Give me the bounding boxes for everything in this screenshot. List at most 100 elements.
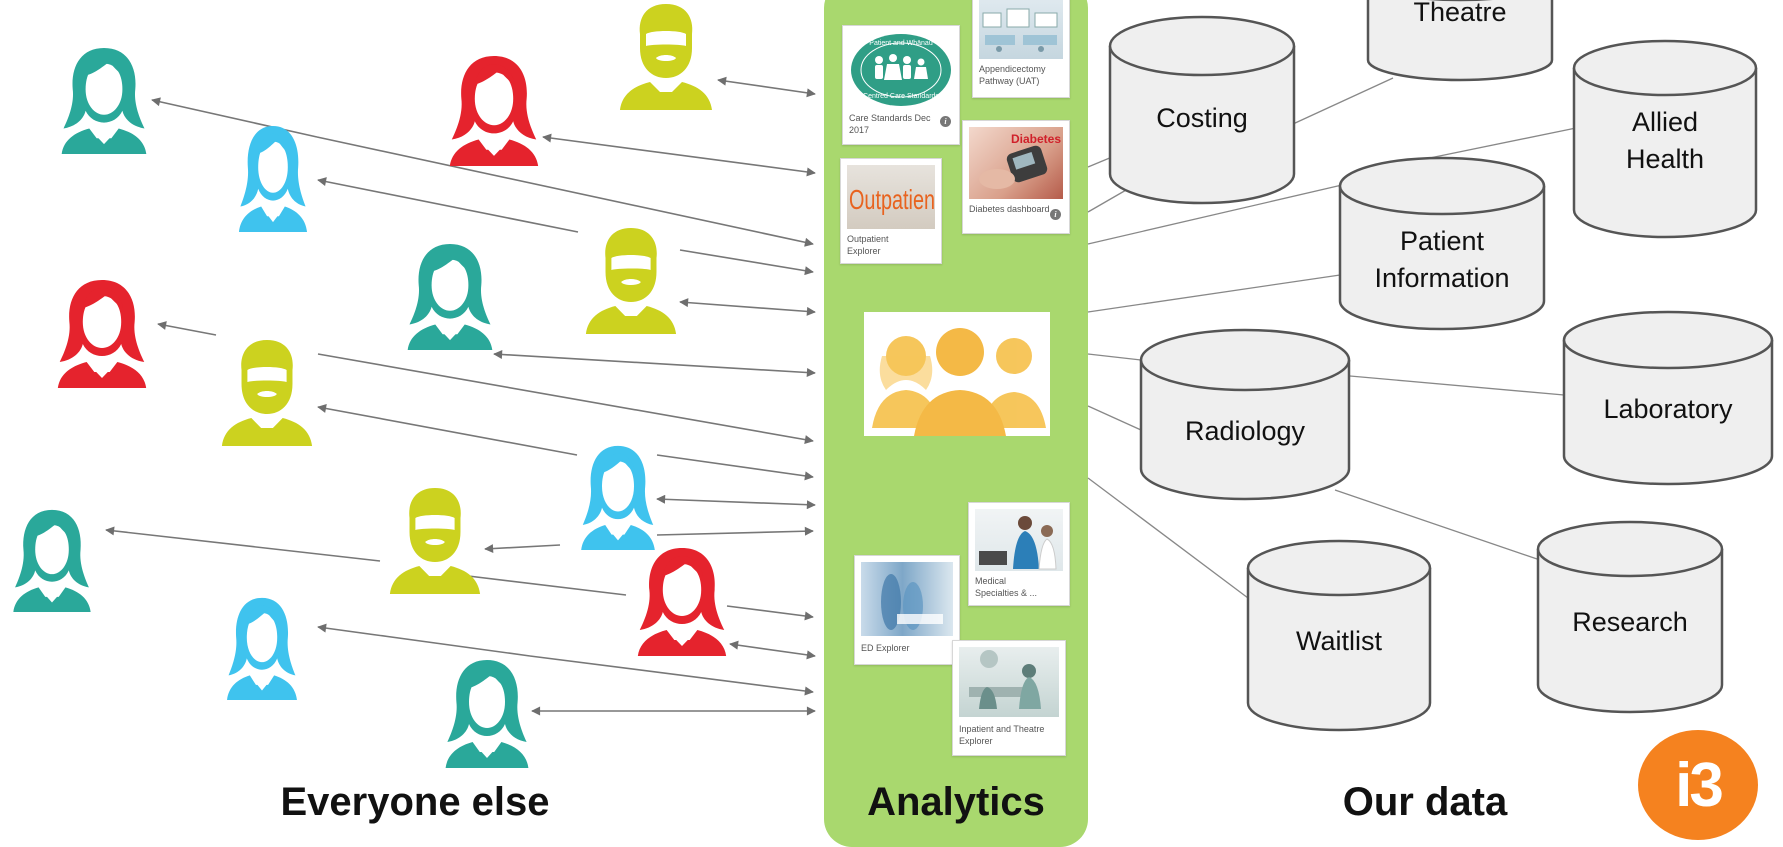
female-user-icon: [227, 597, 297, 700]
data-source-patient-information: Patient Information: [1374, 226, 1510, 293]
cylinder-costing: [1108, 15, 1296, 205]
arrow-link: [317, 404, 578, 456]
diabetes-image-text: Diabetes: [1011, 132, 1061, 146]
data-link: [1334, 489, 1541, 561]
arrow-link: [105, 526, 381, 562]
arrow-link: [726, 605, 814, 621]
dashboard-caption: Outpatient Explorer: [847, 234, 889, 256]
male-user-icon: [221, 340, 313, 446]
arrow-link: [656, 494, 816, 510]
care-logo-top-text: Patient and Whānau: [869, 40, 933, 47]
info-icon[interactable]: i: [940, 116, 951, 127]
dashboard-card-outpatient[interactable]: Outpatien Outpatient Explorer: [840, 158, 942, 264]
cylinder-theatre: [1366, 0, 1554, 82]
arrow-link: [493, 349, 816, 378]
female-user-icon: [449, 56, 539, 166]
dashboard-caption: Medical Specialties & ...: [975, 576, 1038, 598]
dashboard-caption: ED Explorer: [861, 643, 910, 653]
glucose-meter-icon: Diabetes: [979, 132, 1061, 189]
diabetes-thumbnail: Diabetes: [969, 127, 1063, 199]
dashboard-caption: Diabetes dashboard: [969, 204, 1050, 214]
male-user-icon: [620, 4, 712, 110]
data-link: [1087, 184, 1343, 245]
data-source-costing: Costing: [1156, 102, 1248, 133]
cylinder-waitlist: [1246, 539, 1432, 732]
hospital-scene-icon: [982, 8, 1058, 52]
arrow-link: [157, 321, 217, 336]
care-logo-bottom-text: Centred Care Standards: [863, 93, 939, 100]
arrow-link: [459, 574, 627, 596]
ed-explorer-thumbnail: [861, 562, 953, 636]
outpatient-image-text: Outpatien: [849, 184, 935, 215]
emergency-scene-icon: [881, 574, 943, 630]
data-link: [1419, 127, 1577, 161]
arrow-link: [679, 298, 816, 316]
cylinder-research: [1536, 520, 1724, 714]
cylinder-laboratory: [1562, 310, 1774, 486]
female-user-icon: [407, 243, 493, 350]
medical-specialties-thumbnail: [975, 509, 1063, 571]
data-link: [1087, 405, 1142, 431]
care-standards-logo-icon: Patient and Whānau Centred Care Standard…: [851, 34, 951, 106]
data-source-laboratory: Laboratory: [1603, 393, 1733, 424]
arrow-link: [529, 655, 814, 696]
dashboard-caption: Appendicectomy Pathway (UAT): [979, 64, 1046, 86]
dashboard-card-ed-explorer[interactable]: ED Explorer: [854, 555, 960, 665]
dashboard-caption: Inpatient and Theatre Explorer: [959, 724, 1045, 746]
doctor-scene-icon: [979, 516, 1057, 570]
data-link: [1087, 353, 1142, 361]
data-source-allied-health: Allied Health: [1625, 107, 1705, 174]
male-user-icon: [389, 488, 481, 594]
arrow-link: [316, 136, 814, 247]
data-source-research: Research: [1572, 606, 1688, 637]
inpatient-theatre-thumbnail: [959, 647, 1059, 717]
arrow-link: [679, 249, 814, 276]
arrow-link: [717, 76, 816, 98]
data-link: [1292, 77, 1394, 125]
arrow-link: [317, 177, 579, 233]
cylinder-allied-health: [1572, 39, 1758, 239]
data-link: [1349, 375, 1565, 396]
dashboard-card-appendicectomy[interactable]: Appendicectomy Pathway (UAT): [972, 0, 1070, 98]
arrow-link: [317, 353, 814, 445]
appendicectomy-thumbnail: [979, 0, 1063, 59]
female-user-icon: [61, 47, 147, 154]
section-title-analytics: Analytics: [867, 780, 1045, 824]
section-title-everyone-else: Everyone else: [280, 780, 550, 824]
arrow-link: [729, 640, 816, 660]
dashboard-card-medical-specialties[interactable]: Medical Specialties & ...: [968, 502, 1070, 606]
arrow-link: [317, 623, 531, 657]
theatre-scene-icon: [969, 650, 1041, 709]
data-link: [1087, 477, 1249, 599]
care-standards-thumbnail: Patient and Whānau Centred Care Standard…: [849, 32, 953, 108]
data-link: [1087, 156, 1113, 168]
section-title-our-data: Our data: [1342, 780, 1508, 824]
outpatient-thumbnail: Outpatien: [847, 165, 935, 229]
users-group-icon: [872, 328, 1046, 436]
male-user-icon: [585, 228, 677, 334]
dashboard-card-diabetes[interactable]: Diabetes Diabetes dashboard i: [962, 120, 1070, 234]
i3-logo: i3: [1638, 730, 1758, 840]
female-user-icon: [637, 548, 727, 656]
dashboard-card-inpatient-theatre[interactable]: Inpatient and Theatre Explorer: [952, 640, 1066, 756]
arrow-link: [542, 133, 816, 177]
data-source-radiology: Radiology: [1184, 415, 1306, 446]
arrow-link: [656, 454, 814, 481]
dashboard-caption: Care Standards Dec 2017: [849, 113, 931, 135]
data-source-theatre: Theatre: [1413, 0, 1507, 27]
dashboard-people-graphic: [864, 312, 1050, 436]
female-user-icon: [581, 445, 655, 550]
female-user-icon: [445, 660, 529, 768]
cylinder-radiology: [1139, 328, 1351, 501]
info-icon[interactable]: i: [1050, 209, 1061, 220]
arrow-link: [656, 526, 814, 536]
dashboard-card-care-standards[interactable]: Patient and Whānau Centred Care Standard…: [842, 25, 960, 145]
arrow-link: [484, 544, 561, 554]
female-user-icon: [238, 125, 308, 232]
arrow-link: [151, 97, 318, 138]
data-link: [1087, 274, 1341, 313]
data-source-waitlist: Waitlist: [1296, 625, 1382, 656]
female-user-icon: [57, 280, 147, 388]
